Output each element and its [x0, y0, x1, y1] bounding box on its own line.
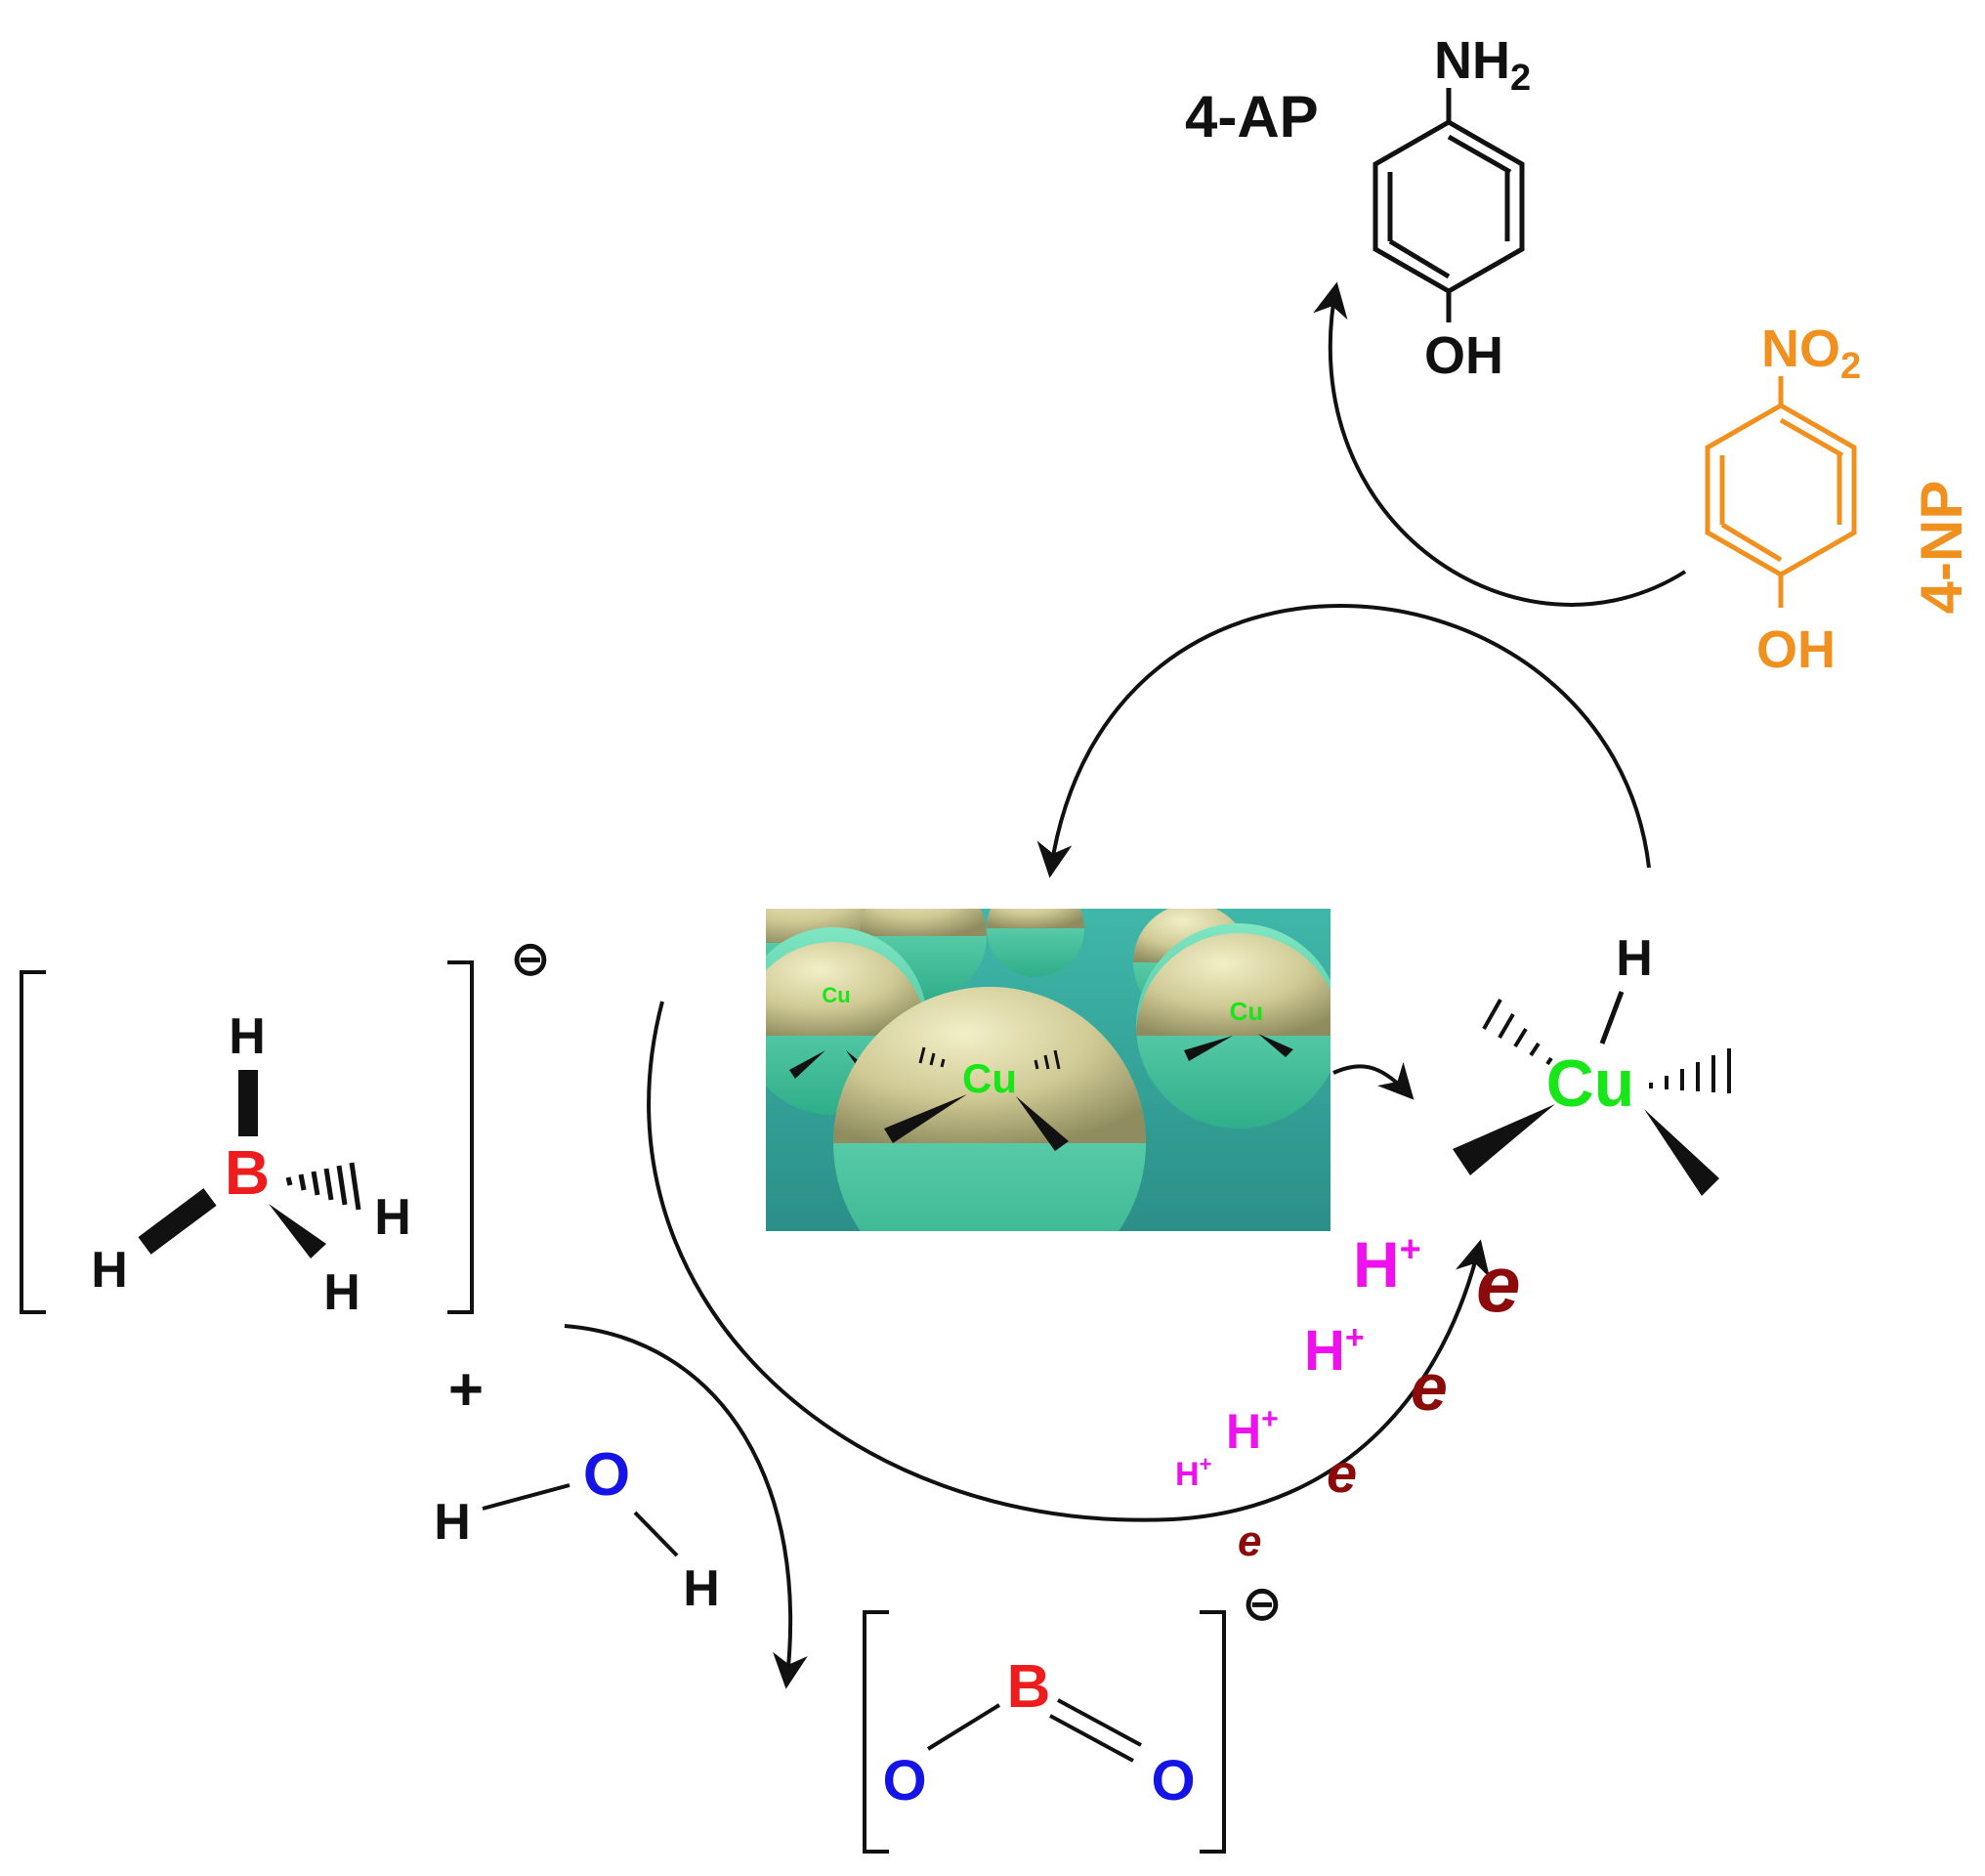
water-molecule: O H H	[434, 1441, 720, 1617]
oxygen-right: O	[1151, 1749, 1195, 1812]
oxygen-atom: O	[583, 1441, 630, 1509]
sphere-front: Cu	[833, 987, 1146, 1231]
proton-series: H+ H+ H+ H+	[1175, 1228, 1421, 1493]
wedge-lower-left	[1453, 1104, 1555, 1175]
hydrogen-left: H	[434, 1494, 471, 1551]
hydride-atom: H	[1616, 930, 1653, 987]
hashed-bond-b-h-right	[285, 1162, 361, 1211]
electron-series: e e e e	[1238, 1240, 1521, 1565]
arrow-hydride-transfer-cycle	[647, 1001, 1491, 1522]
double-bond-b-o-a	[1057, 1698, 1142, 1747]
copper-atom: Cu	[1546, 1046, 1635, 1121]
borohydride-anion: B H H H H ⊖	[20, 931, 551, 1321]
nitro-group: NO2	[1761, 320, 1861, 387]
catalyst-image: Cu Cu Cu	[766, 909, 1330, 1231]
benzene-ring	[1373, 88, 1525, 322]
electron-2: e	[1327, 1442, 1357, 1504]
arrow-catalyst-to-copper-hydride	[1332, 1061, 1415, 1100]
copper-hydride: H Cu	[1453, 930, 1731, 1196]
sphere-back-center	[987, 909, 1084, 977]
right-bracket	[1200, 1610, 1226, 1854]
sphere-atom-label: Cu	[1230, 997, 1264, 1026]
oxygen-left: O	[882, 1749, 926, 1812]
amine-group: NH2	[1434, 31, 1531, 99]
reactant-label: 4-NP	[1909, 481, 1974, 615]
aminophenol-product: 4-AP NH2 OH	[1185, 31, 1531, 385]
hydrogen-bottom: H	[323, 1264, 360, 1321]
hydrogen-top: H	[229, 1008, 266, 1065]
wedge-lower-right	[1644, 1109, 1719, 1196]
sphere-atom-label: Cu	[962, 1055, 1017, 1101]
boron-atom: B	[225, 1137, 270, 1208]
wedge-b-h-lower	[269, 1204, 326, 1258]
left-bracket	[20, 970, 46, 1314]
proton-2: H+	[1226, 1403, 1279, 1459]
arrow-hydrolysis-to-metaborate	[564, 1324, 808, 1689]
plus-sign: +	[448, 1356, 484, 1424]
electron-3: e	[1411, 1350, 1448, 1425]
right-bracket	[447, 960, 474, 1314]
boron-atom: B	[1007, 1653, 1051, 1721]
arrow-regeneration-cycle	[1036, 604, 1651, 878]
hydrogen-right: H	[683, 1560, 720, 1617]
reaction-arrows	[564, 281, 1687, 1689]
sphere-atom-label: Cu	[822, 983, 850, 1007]
hydroxyl-group: OH	[1424, 326, 1503, 385]
sphere-right: Cu	[1136, 923, 1330, 1129]
nitrophenol-reactant: NO2 OH 4-NP	[1705, 320, 1974, 679]
proton-1: H+	[1175, 1452, 1211, 1493]
negative-charge: ⊖	[1242, 1576, 1283, 1631]
benzene-ring	[1705, 376, 1857, 608]
hydroxyl-group: OH	[1756, 620, 1836, 679]
hydrogen-right: H	[374, 1189, 411, 1246]
bond-b-h-top	[238, 1070, 258, 1136]
electron-4: e	[1476, 1240, 1521, 1329]
hashed-bond-upper-left	[1482, 999, 1553, 1066]
bond-o-b	[926, 1703, 1001, 1751]
hydrogen-left: H	[91, 1242, 128, 1299]
electron-1: e	[1238, 1517, 1261, 1565]
product-label: 4-AP	[1185, 84, 1319, 149]
bond-b-h-left	[138, 1188, 217, 1255]
arrow-nitrophenol-to-aminophenol	[1313, 281, 1687, 607]
bond-h-o-left	[482, 1483, 570, 1511]
hashed-bond-right	[1649, 1048, 1731, 1093]
bond-cu-h	[1599, 991, 1625, 1045]
proton-3: H+	[1304, 1319, 1365, 1383]
bond-o-h-right	[633, 1511, 679, 1557]
negative-charge: ⊖	[510, 931, 551, 986]
left-bracket	[863, 1610, 889, 1854]
double-bond-b-o-b	[1049, 1714, 1134, 1763]
metaborate-anion: B O O ⊖	[863, 1576, 1283, 1854]
proton-4: H+	[1353, 1228, 1421, 1300]
